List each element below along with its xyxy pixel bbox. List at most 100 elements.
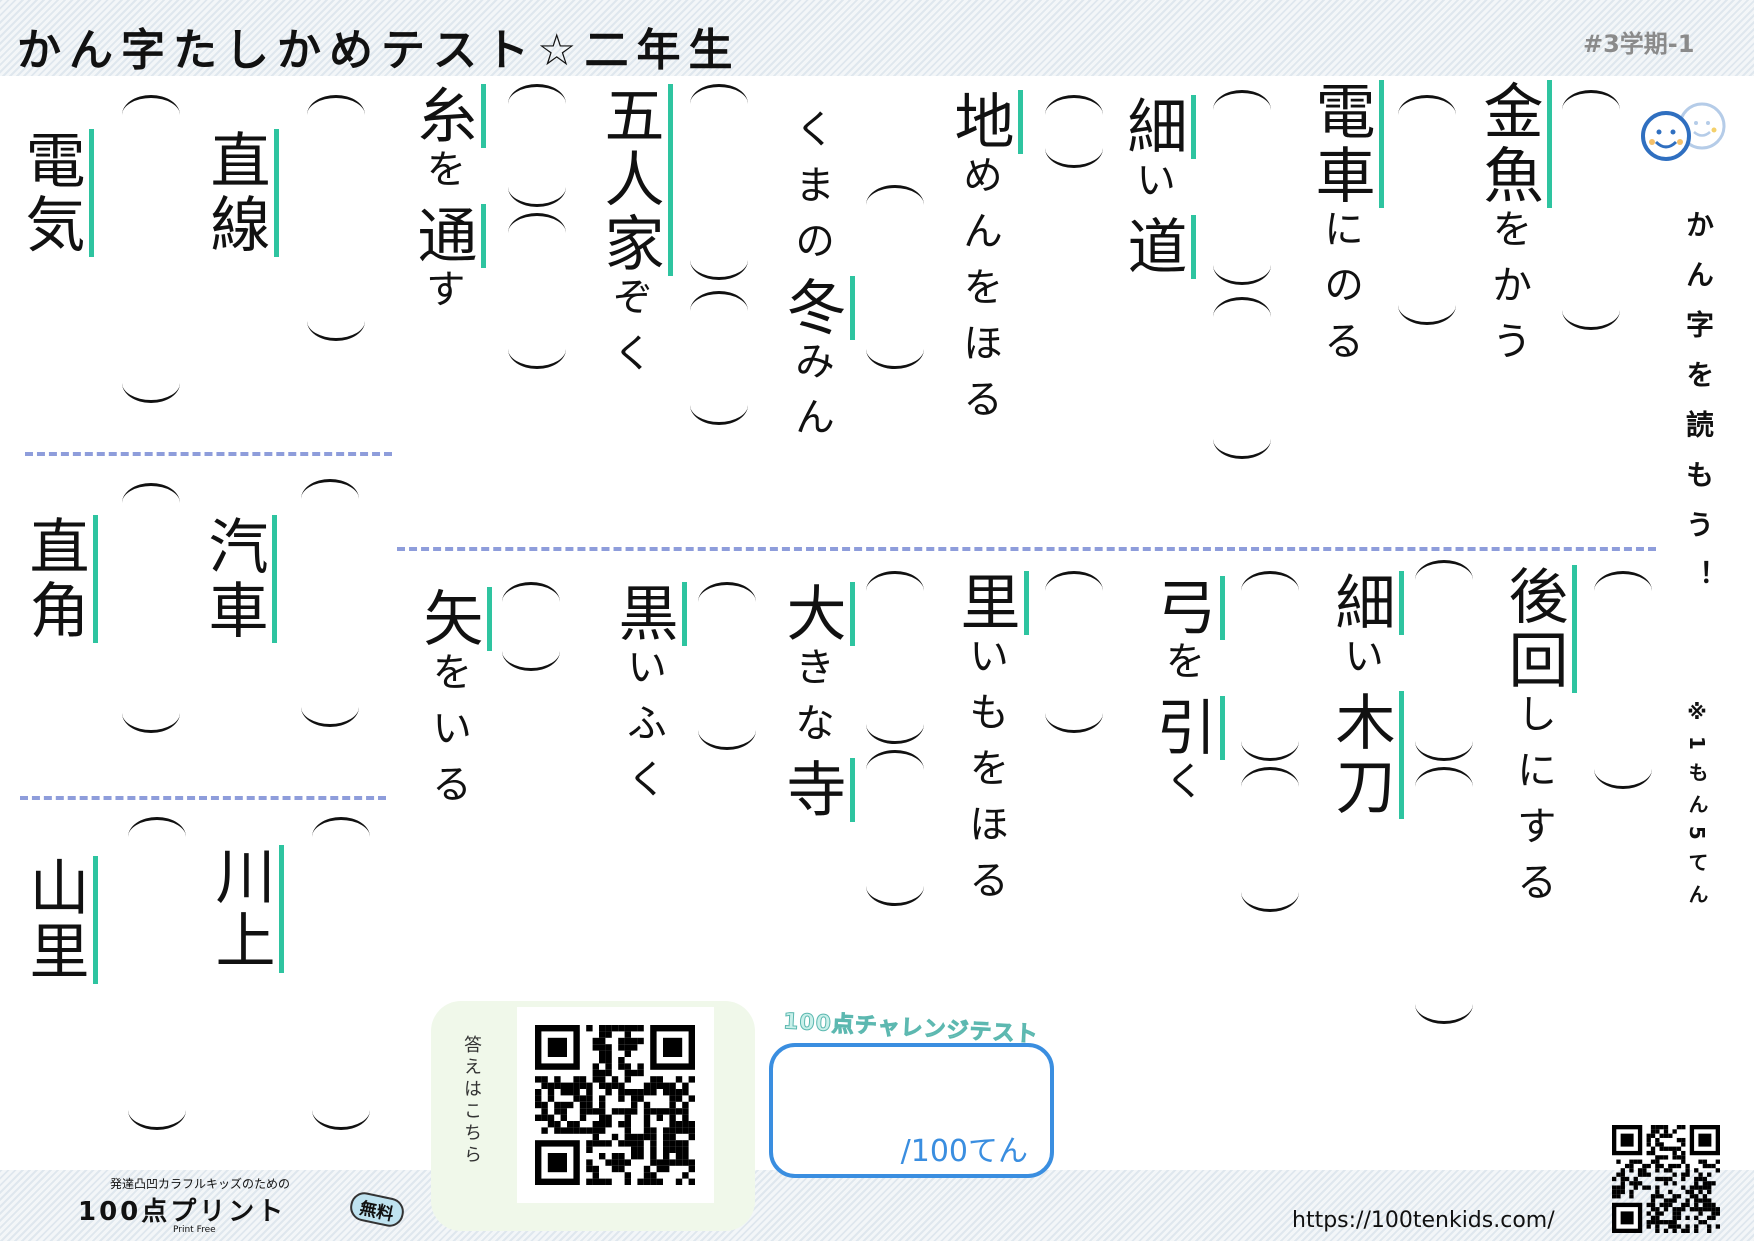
bracket-open[interactable] [866, 185, 924, 205]
bracket-close[interactable] [128, 1110, 186, 1130]
bracket-open[interactable] [508, 213, 566, 233]
bracket-close[interactable] [866, 724, 924, 744]
question-7: 糸を通す [407, 84, 486, 324]
okurigana-text: を [419, 148, 465, 204]
bracket-close[interactable] [1241, 892, 1299, 912]
bracket-close[interactable] [1213, 265, 1271, 285]
okurigana-text: くまの [788, 108, 834, 276]
underlined-kanji: 川上 [205, 845, 284, 973]
okurigana-text: を [1158, 640, 1204, 696]
bracket-close[interactable] [1398, 305, 1456, 325]
bracket-open[interactable] [122, 483, 180, 503]
bracket-open[interactable] [866, 571, 924, 591]
bracket-open[interactable] [1213, 90, 1271, 110]
bracket-close[interactable] [866, 349, 924, 369]
underlined-kanji: 大 [776, 582, 855, 646]
bracket-open[interactable] [1241, 571, 1299, 591]
bracket-close[interactable] [1045, 713, 1103, 733]
underlined-kanji: 木刀 [1325, 691, 1404, 819]
brand-logo: 発達凸凹カラフルキッズのための 100点プリント Print Free 無料 [78, 1175, 418, 1237]
bracket-close[interactable] [312, 1110, 370, 1130]
underlined-kanji: 通 [407, 204, 486, 268]
site-qr-code-icon[interactable] [1612, 1125, 1720, 1233]
bracket-close[interactable] [301, 707, 359, 727]
underlined-kanji: 寺 [776, 758, 855, 822]
bracket-open[interactable] [1415, 560, 1473, 580]
bracket-close[interactable] [866, 886, 924, 906]
bracket-close[interactable] [1045, 148, 1103, 168]
question-8: 直線 [200, 129, 279, 257]
bracket-open[interactable] [307, 95, 365, 115]
divider [20, 796, 386, 800]
underlined-kanji: 冬 [776, 276, 855, 340]
bracket-open[interactable] [1241, 767, 1299, 787]
term-label: #3学期-1 [1583, 30, 1695, 58]
question-14: 大きな寺 [776, 582, 855, 822]
bracket-close[interactable] [690, 405, 748, 425]
bracket-open[interactable] [866, 750, 924, 770]
question-12: 弓を引く [1146, 576, 1225, 816]
bracket-open[interactable] [1562, 90, 1620, 110]
bracket-close[interactable] [1241, 741, 1299, 761]
bracket-open[interactable] [1398, 95, 1456, 115]
bracket-close[interactable] [508, 349, 566, 369]
bracket-close[interactable] [1415, 741, 1473, 761]
underlined-kanji: 矢 [413, 587, 492, 651]
bracket-close[interactable] [1213, 439, 1271, 459]
logo-subtitle: 発達凸凹カラフルキッズのための [110, 1177, 291, 1191]
answer-qr-code[interactable] [517, 1007, 714, 1203]
bracket-close[interactable] [1594, 769, 1652, 789]
underlined-kanji: 直角 [19, 515, 98, 643]
okurigana-text: ぞく [606, 276, 652, 388]
underlined-kanji: 黒 [608, 582, 687, 646]
bracket-close[interactable] [122, 713, 180, 733]
okurigana-text: をかう [1485, 208, 1531, 376]
bracket-open[interactable] [502, 582, 560, 602]
okurigana-text: い [1337, 635, 1383, 691]
qr-code-icon [535, 1025, 695, 1185]
bracket-close[interactable] [508, 187, 566, 207]
bracket-close[interactable] [690, 260, 748, 280]
question-5: くまの冬みん [776, 108, 855, 452]
bracket-open[interactable] [690, 291, 748, 311]
site-url[interactable]: https://100tenkids.com/ [1292, 1208, 1555, 1233]
bracket-open[interactable] [1213, 297, 1271, 317]
bracket-close[interactable] [1562, 310, 1620, 330]
bracket-open[interactable] [698, 582, 756, 602]
underlined-kanji: 細 [1117, 95, 1196, 159]
question-20: 山里 [19, 856, 98, 984]
question-19: 川上 [205, 845, 284, 973]
question-4: 地めんをほる [944, 90, 1023, 434]
okurigana-text: いふく [620, 646, 666, 814]
question-9: 電気 [15, 129, 94, 257]
bracket-open[interactable] [312, 817, 370, 837]
bracket-open[interactable] [508, 84, 566, 104]
bracket-close[interactable] [122, 383, 180, 403]
okurigana-text: みん [788, 340, 834, 452]
underlined-kanji: 直線 [200, 129, 279, 257]
page-title: かん字たしかめテスト☆二年生 [17, 25, 741, 76]
okurigana-text: す [419, 268, 465, 324]
bracket-close[interactable] [502, 651, 560, 671]
footer-band [0, 1170, 1754, 1241]
instruction-title: かん字を読もう！ [1682, 210, 1715, 610]
bracket-open[interactable] [1415, 767, 1473, 787]
points-note: ※1もん5てん [1685, 700, 1709, 916]
bracket-open[interactable] [1045, 571, 1103, 591]
question-10: 後回しにする [1498, 565, 1577, 917]
bracket-open[interactable] [1045, 95, 1103, 115]
bracket-open[interactable] [128, 817, 186, 837]
underlined-kanji: 汽車 [198, 515, 277, 643]
question-2: 電車にのる [1305, 80, 1384, 376]
bracket-open[interactable] [301, 479, 359, 499]
bracket-open[interactable] [690, 84, 748, 104]
underlined-kanji: 地 [944, 90, 1023, 154]
answer-link-label: 答えはこちら [461, 1035, 482, 1167]
bracket-open[interactable] [1594, 571, 1652, 591]
score-box[interactable]: /100てん [769, 1043, 1054, 1178]
bracket-open[interactable] [122, 95, 180, 115]
bracket-close[interactable] [1415, 1004, 1473, 1024]
free-badge: 無料 [347, 1189, 407, 1230]
bracket-close[interactable] [307, 321, 365, 341]
bracket-close[interactable] [698, 730, 756, 750]
